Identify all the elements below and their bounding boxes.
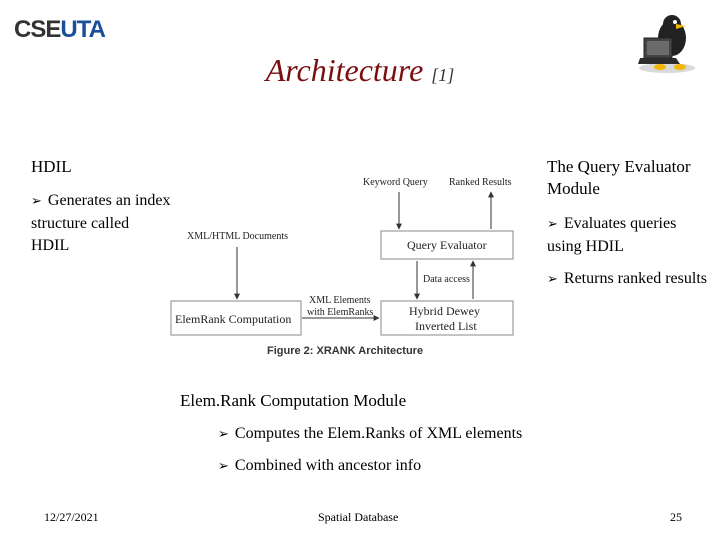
query-bullet-2: ➢ Returns ranked results	[547, 268, 707, 291]
cse-uta-logo: CSEUTA	[14, 16, 114, 52]
label-xml-docs: XML/HTML Documents	[187, 231, 288, 242]
elemrank-computation-box	[170, 300, 302, 336]
label-inverted-list: Inverted List	[415, 319, 477, 333]
query-bullet-2-text: Returns ranked results	[563, 270, 707, 287]
elemrank-module-heading: Elem.Rank Computation Module	[180, 391, 407, 410]
bullet-arrow-icon: ➢	[218, 459, 229, 474]
bullet-arrow-icon: ➢	[218, 427, 229, 442]
label-elemrank-computation: ElemRank Computation	[175, 312, 291, 326]
query-evaluator-box	[380, 230, 514, 260]
logo-text-cse: CSE	[14, 16, 61, 43]
elemrank-bullet-1: ➢ Computes the Elem.Ranks of XML elements	[218, 423, 522, 446]
footer-center: Spatial Database	[318, 510, 399, 524]
hdil-heading: HDIL	[31, 157, 72, 176]
penguin-laptop-icon	[638, 15, 695, 73]
label-hybrid-dewey: Hybrid Dewey	[409, 304, 480, 318]
label-xml-elements: XML Elements	[309, 295, 371, 306]
query-bullet-1-text: Evaluates queries using HDIL	[547, 215, 677, 255]
label-with-elemranks: with ElemRanks	[307, 307, 373, 318]
bullet-arrow-icon: ➢	[547, 272, 558, 287]
bullet-arrow-icon: ➢	[31, 194, 42, 209]
elemrank-bullet-2: ➢ Combined with ancestor info	[218, 455, 421, 478]
label-keyword-query: Keyword Query	[363, 177, 428, 188]
query-bullet-1: ➢Evaluates queries using HDIL	[547, 213, 707, 258]
elemrank-bullet-2-text: Combined with ancestor info	[234, 457, 422, 474]
logo-text-uta: UTA	[60, 16, 106, 43]
title-reference: [1]	[431, 65, 455, 85]
elemrank-bullet-1-text: Computes the Elem.Ranks of XML elements	[234, 425, 523, 442]
hdil-bullet-1: ➢Generates an index structure called HDI…	[31, 190, 171, 257]
architecture-figure: Keyword Query Ranked Results Query Evalu…	[170, 177, 514, 357]
bullet-arrow-icon: ➢	[547, 217, 558, 232]
footer-date: 12/27/2021	[44, 510, 99, 524]
title-main: Architecture	[265, 52, 424, 88]
query-module-heading: The Query Evaluator Module	[547, 157, 691, 198]
figure-caption: Figure 2: XRANK Architecture	[267, 345, 423, 357]
label-data-access: Data access	[423, 274, 470, 285]
hdil-bullet-text: Generates an index structure called HDIL	[31, 192, 171, 254]
page-number: 25	[670, 510, 682, 524]
label-ranked-results: Ranked Results	[449, 177, 512, 188]
slide-title: Architecture [1]	[0, 52, 720, 89]
hybrid-dewey-box	[380, 300, 514, 336]
label-query-evaluator: Query Evaluator	[407, 238, 487, 252]
